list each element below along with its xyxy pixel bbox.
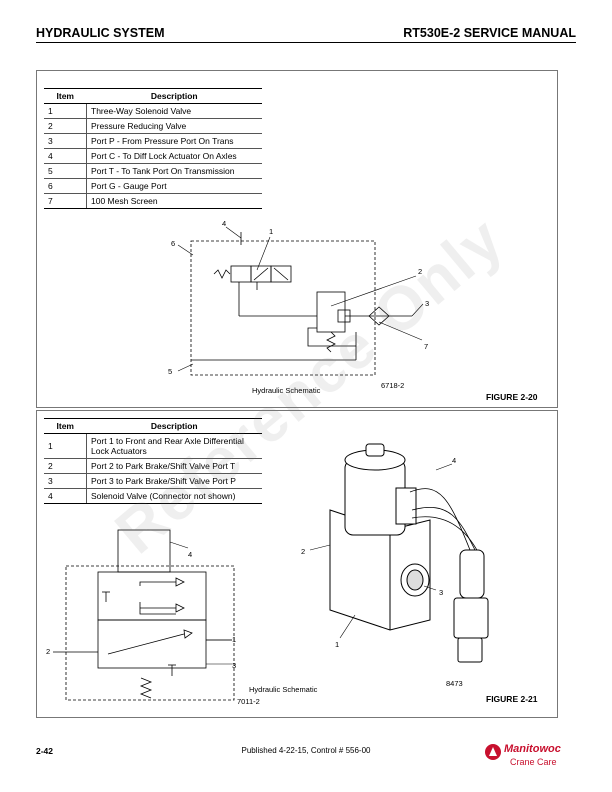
item-number: 3 (44, 133, 87, 149)
item-number: 3 (44, 473, 87, 489)
item-number: 6 (44, 178, 87, 194)
schematic-callout-2: 2 (46, 647, 50, 656)
callout-2: 2 (418, 267, 422, 276)
logo-sub: Crane Care (510, 757, 557, 767)
figure-2-20-schematic: 4 1 6 2 3 7 5 Hydraulic Schematic 6718-2 (168, 219, 429, 395)
item-number: 7 (44, 193, 87, 209)
manitowoc-logo: Manitowoc Crane Care (484, 741, 574, 773)
callout-1: 1 (269, 227, 273, 236)
schematic-callout-1: 1 (232, 635, 236, 644)
item-description: 100 Mesh Screen (86, 193, 262, 209)
item-description: Port 2 to Park Brake/Shift Valve Port T (86, 458, 262, 474)
figure-2-20-label: FIGURE 2-20 (486, 392, 538, 402)
callout-5: 5 (168, 367, 172, 376)
item-number: 1 (44, 103, 87, 119)
table-header-item: Item (44, 418, 87, 434)
figure-2-21-label: FIGURE 2-21 (486, 694, 538, 704)
illustration-callout-1: 1 (335, 640, 339, 649)
item-number: 2 (44, 118, 87, 134)
item-description: Pressure Reducing Valve (86, 118, 262, 134)
table-header-item: Item (44, 88, 87, 104)
crane-care-icon (485, 744, 501, 760)
schematic-caption: Hydraulic Schematic (249, 685, 318, 694)
item-description: Port P - From Pressure Port On Trans (86, 133, 262, 149)
illustration-callout-4: 4 (452, 456, 456, 465)
callout-7: 7 (424, 342, 428, 351)
solenoid-valve-illustration: 4 2 3 1 8473 (301, 443, 489, 688)
item-description: Port T - To Tank Port On Transmission (86, 163, 262, 179)
section-title: HYDRAULIC SYSTEM (36, 26, 165, 40)
item-number: 2 (44, 458, 87, 474)
page-number: 2-42 (36, 746, 54, 756)
callout-3: 3 (425, 299, 429, 308)
publish-info: Published 4-22-15, Control # 556-00 (241, 746, 371, 755)
item-description: Port 1 to Front and Rear Axle Differenti… (86, 433, 262, 459)
illustration-drawing-number: 8473 (446, 679, 463, 688)
schematic-caption: Hydraulic Schematic (252, 386, 321, 395)
table-header-description: Description (86, 418, 262, 434)
item-description: Port C - To Diff Lock Actuator On Axles (86, 148, 262, 164)
figure-2-21-schematic: 4 1 2 3 Hydraulic Schematic 7011-2 (46, 529, 318, 706)
manual-title: RT530E-2 SERVICE MANUAL (403, 26, 576, 40)
logo-brand: Manitowoc (504, 743, 561, 755)
item-number: 5 (44, 163, 87, 179)
callout-4: 4 (222, 219, 226, 228)
schematic-drawing-number: 7011-2 (237, 697, 260, 706)
item-description: Port 3 to Park Brake/Shift Valve Port P (86, 473, 262, 489)
item-description: Three-Way Solenoid Valve (86, 103, 262, 119)
illustration-callout-2: 2 (301, 547, 305, 556)
drawing-number: 6718-2 (381, 381, 404, 390)
header-rule (36, 42, 576, 43)
item-number: 1 (44, 433, 87, 459)
schematic-callout-3: 3 (232, 661, 236, 670)
callout-6: 6 (171, 239, 175, 248)
item-number: 4 (44, 488, 87, 504)
illustration-callout-3: 3 (439, 588, 443, 597)
item-description: Solenoid Valve (Connector not shown) (86, 488, 262, 504)
item-description: Port G - Gauge Port (86, 178, 262, 194)
schematic-callout-4: 4 (188, 550, 192, 559)
table-header-description: Description (86, 88, 262, 104)
item-number: 4 (44, 148, 87, 164)
